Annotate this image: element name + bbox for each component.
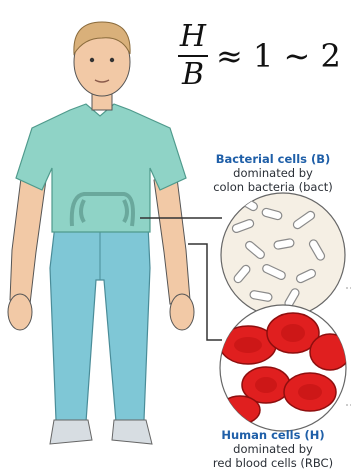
bacterial-cells-line1: dominated by [233,166,313,180]
bacterial-cells-title: Bacterial cells (B) [198,152,348,166]
human-cells-title: Human cells (H) [198,428,348,442]
red-blood-cells-circle [220,305,350,431]
formula-denominator: B [182,58,204,92]
human-cells-line2: red blood cells (RBC) [213,456,333,470]
human-cells-label: Human cells (H) dominated by red blood c… [198,428,348,470]
left-hand [8,294,32,330]
right-hand [170,294,194,330]
bacterial-cells-label: Bacterial cells (B) dominated by colon b… [198,152,348,194]
bacterial-cells-line2: colon bacteria (bact) [213,180,333,194]
ratio-fraction: H B [178,20,208,92]
left-shoe [50,420,92,444]
formula-numerator: H [180,20,206,54]
formula-relation: ≈ 1 ∼ 2 [216,37,341,75]
human-figure [8,22,194,444]
right-shoe [112,420,152,444]
bacterial-cells-circle [221,193,345,317]
human-cells-line1: dominated by [233,442,313,456]
ratio-formula: H B ≈ 1 ∼ 2 [178,20,341,92]
left-forearm [10,170,46,304]
rbc-connector [188,244,222,340]
